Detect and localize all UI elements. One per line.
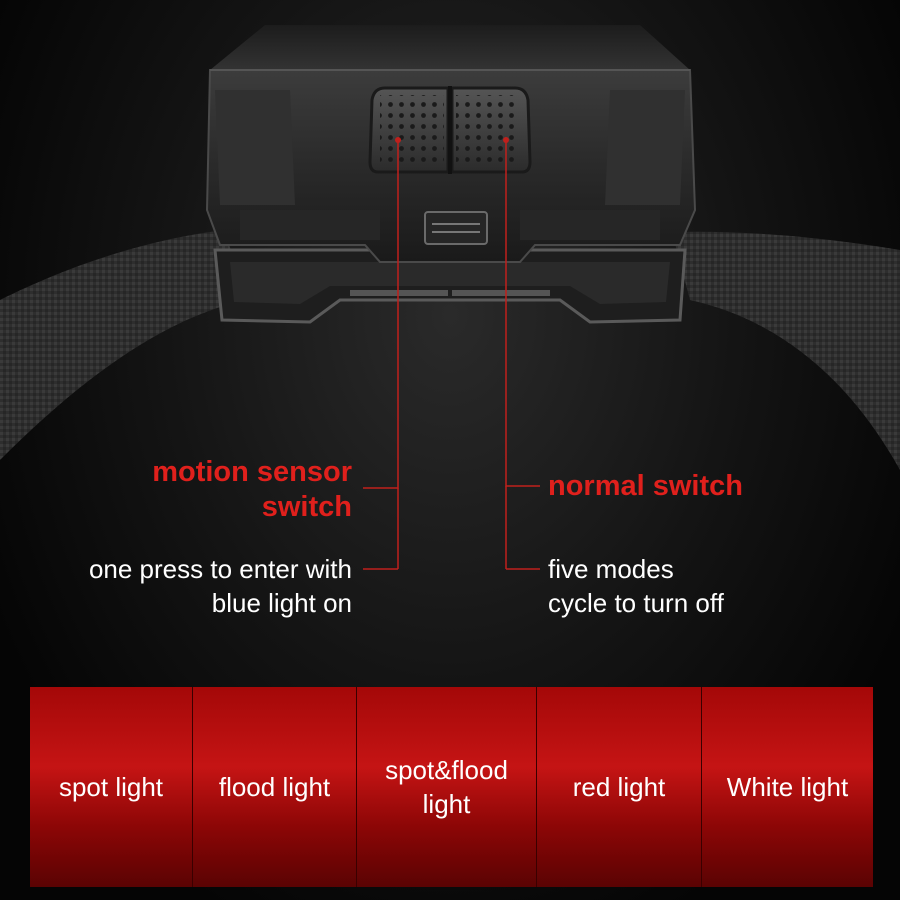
mode-label-line2: light [422, 789, 471, 819]
mode-tile-flood: flood light [193, 687, 357, 887]
mode-tile-white: White light [702, 687, 873, 887]
right-strap [672, 231, 900, 470]
mode-label-line1: spot&flood [385, 755, 508, 785]
callout-lines [363, 140, 540, 570]
mode-label-line1: red light [572, 772, 666, 802]
left-strap [0, 230, 245, 460]
normal-switch-desc-line2: cycle to turn off [548, 588, 724, 618]
motion-sensor-description: one press to enter with blue light on [89, 552, 352, 620]
mode-label-line1: flood light [218, 772, 331, 802]
motion-sensor-button [368, 86, 450, 174]
mode-label: White light [719, 770, 856, 804]
motion-sensor-desc-line2: blue light on [211, 588, 352, 618]
mode-tile-red: red light [537, 687, 702, 887]
motion-sensor-title: motion sensor switch [152, 455, 352, 525]
mode-tile-spot-flood: spot&flood light [357, 687, 537, 887]
mode-label-line1: White light [726, 772, 849, 802]
motion-sensor-title-line2: switch [261, 491, 352, 523]
front-clip [424, 211, 488, 245]
mode-label: red light [565, 770, 674, 804]
motion-sensor-desc-line1: one press to enter with [88, 554, 352, 584]
light-modes-row: spot light flood light spot&flood light … [30, 687, 873, 887]
mode-label: flood light [211, 770, 338, 804]
mode-tile-spot: spot light [30, 687, 193, 887]
mode-label-line1: spot light [58, 772, 164, 802]
lamp-top [210, 25, 690, 70]
mode-label: spot light [51, 770, 171, 804]
normal-switch-button [450, 86, 532, 174]
normal-switch-desc-line1: five modes [548, 554, 674, 584]
mode-label: spot&flood light [377, 753, 516, 821]
motion-sensor-title-line1: motion sensor [152, 456, 352, 488]
normal-switch-title: normal switch [548, 470, 743, 502]
normal-switch-description: five modes cycle to turn off [548, 552, 724, 620]
